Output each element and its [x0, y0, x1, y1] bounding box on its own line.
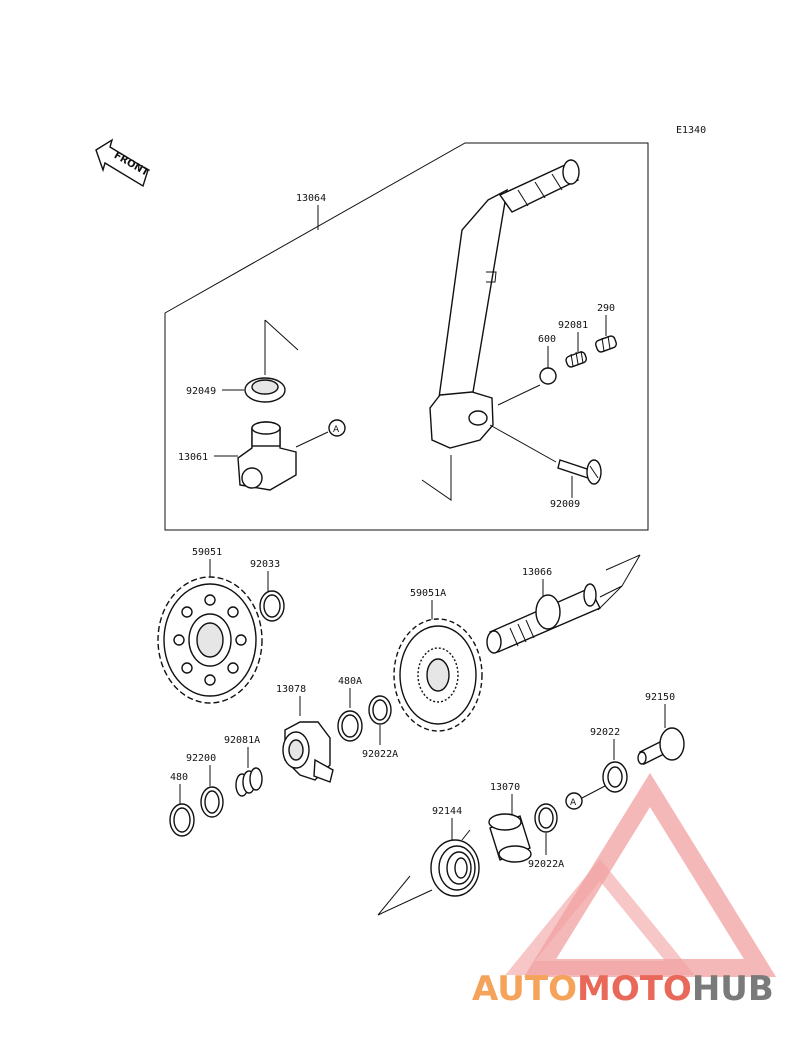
svg-text:A: A: [570, 798, 577, 808]
guide-13070: [488, 813, 532, 863]
part-label-92081: 92081: [558, 320, 588, 331]
watermark-hub: HUB: [692, 969, 774, 1009]
part-label-59051: 59051: [192, 547, 222, 558]
watermark-logo: AUTOMOTOHUB: [472, 772, 777, 1009]
washer-92022a-upper: [368, 695, 392, 725]
bolt-92009: [557, 459, 602, 485]
part-label-59051a: 59051A: [410, 588, 446, 599]
bolt-92150: [637, 727, 685, 765]
part-label-600: 600: [538, 334, 556, 345]
svg-text:AUTOMOTOHUB: AUTOMOTOHUB: [472, 969, 774, 1009]
watermark-moto: MOTO: [577, 969, 692, 1009]
spring-92081: [565, 350, 588, 368]
kick-shaft-13066: [486, 583, 601, 654]
ball-600: [539, 367, 557, 385]
oil-seal-92049: [244, 377, 286, 403]
part-label-13070: 13070: [490, 782, 520, 793]
spring-290: [594, 335, 618, 353]
washer-480a: [337, 710, 363, 742]
assembly-outline: [164, 142, 649, 531]
pedal-shaft-13061: [237, 421, 297, 491]
part-label-480a: 480A: [338, 676, 362, 687]
gear-59051: [157, 576, 263, 704]
kick-spring-92144: [430, 829, 480, 897]
part-label-92033: 92033: [250, 559, 280, 570]
part-label-92022a-upper: 92022A: [362, 749, 398, 760]
kick-pedal-lever: [429, 159, 580, 449]
part-label-92009: 92009: [550, 499, 580, 510]
part-label-92150: 92150: [645, 692, 675, 703]
callout-a-lower: A: [565, 792, 583, 810]
part-label-13064: 13064: [296, 193, 326, 204]
washer-480: [169, 803, 195, 837]
part-label-92081a: 92081A: [224, 735, 260, 746]
part-label-92049: 92049: [186, 386, 216, 397]
svg-text:A: A: [333, 425, 340, 435]
spring-92081a: [235, 767, 263, 797]
gear-59051a: [393, 618, 483, 732]
part-label-92144: 92144: [432, 806, 462, 817]
part-label-13078: 13078: [276, 684, 306, 695]
front-direction-arrow: FRONT: [95, 138, 151, 188]
part-label-92022: 92022: [590, 727, 620, 738]
ratchet-13078: [282, 721, 334, 783]
washer-92022a-lower: [534, 803, 558, 833]
part-label-92022a-lower: 92022A: [528, 859, 564, 870]
part-label-92200: 92200: [186, 753, 216, 764]
watermark-auto: AUTO: [472, 969, 577, 1009]
part-label-13061: 13061: [178, 452, 208, 463]
washer-92200: [200, 786, 224, 818]
circlip-92033: [259, 590, 285, 622]
washer-92022: [602, 761, 628, 793]
part-label-13066: 13066: [522, 567, 552, 578]
part-label-290: 290: [597, 303, 615, 314]
part-label-480: 480: [170, 772, 188, 783]
callout-a-upper: A: [328, 419, 346, 437]
diagram-code: E1340: [676, 125, 706, 136]
